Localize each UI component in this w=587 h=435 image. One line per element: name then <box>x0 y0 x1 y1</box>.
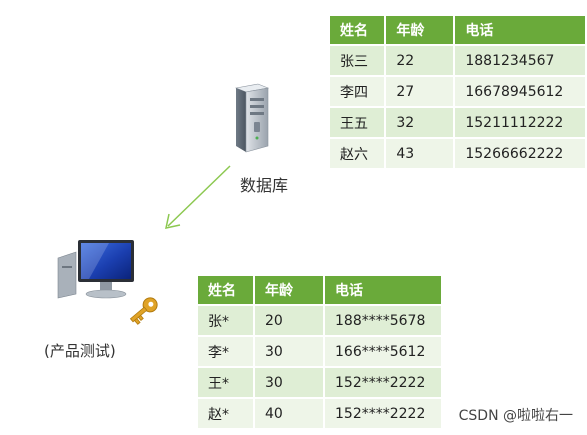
original-data-table: 姓名 年龄 电话 张三 22 1881234567 李四 27 16678945… <box>330 16 587 168</box>
cell-name: 张三 <box>330 44 387 76</box>
cell-name: 李* <box>198 335 255 367</box>
table-row: 赵六 43 15266662222 <box>330 137 587 168</box>
table-header-row: 姓名 年龄 电话 <box>198 276 443 305</box>
database-label: 数据库 <box>240 176 289 195</box>
key-icon <box>129 297 158 325</box>
cell-age: 30 <box>254 335 325 367</box>
table-row: 张* 20 188****5678 <box>198 304 443 336</box>
header-age: 年龄 <box>385 16 456 45</box>
masked-data-table: 姓名 年龄 电话 张* 20 188****5678 李* 30 166****… <box>198 276 443 428</box>
cell-name: 赵* <box>198 397 255 428</box>
cell-phone: 152****2222 <box>324 397 443 428</box>
header-name: 姓名 <box>198 276 255 305</box>
cell-phone: 16678945612 <box>454 75 587 107</box>
product-test-label: (产品测试) <box>44 342 116 360</box>
header-age: 年龄 <box>254 276 325 305</box>
cell-age: 22 <box>385 44 456 76</box>
cell-name: 王* <box>198 366 255 398</box>
cell-name: 李四 <box>330 75 387 107</box>
header-name: 姓名 <box>330 16 387 45</box>
header-phone: 电话 <box>454 16 587 45</box>
header-phone: 电话 <box>324 276 443 305</box>
table-row: 李四 27 16678945612 <box>330 75 587 107</box>
cell-age: 40 <box>254 397 325 428</box>
cell-phone: 15266662222 <box>454 137 587 168</box>
watermark: CSDN @啦啦右一 <box>458 408 573 424</box>
cell-name: 赵六 <box>330 137 387 168</box>
cell-age: 30 <box>254 366 325 398</box>
cell-phone: 152****2222 <box>324 366 443 398</box>
cell-phone: 1881234567 <box>454 44 587 76</box>
table-header-row: 姓名 年龄 电话 <box>330 16 587 45</box>
table-row: 李* 30 166****5612 <box>198 335 443 367</box>
cell-age: 43 <box>385 137 456 168</box>
cell-phone: 166****5612 <box>324 335 443 367</box>
table-row: 张三 22 1881234567 <box>330 44 587 76</box>
arrow-icon <box>165 165 231 229</box>
cell-age: 27 <box>385 75 456 107</box>
cell-name: 张* <box>198 304 255 336</box>
cell-phone: 15211112222 <box>454 106 587 138</box>
cell-phone: 188****5678 <box>324 304 443 336</box>
cell-name: 王五 <box>330 106 387 138</box>
cell-age: 20 <box>254 304 325 336</box>
server-icon <box>234 83 270 153</box>
table-row: 赵* 40 152****2222 <box>198 397 443 428</box>
table-row: 王* 30 152****2222 <box>198 366 443 398</box>
cell-age: 32 <box>385 106 456 138</box>
computer-icon <box>57 240 134 299</box>
table-row: 王五 32 15211112222 <box>330 106 587 138</box>
